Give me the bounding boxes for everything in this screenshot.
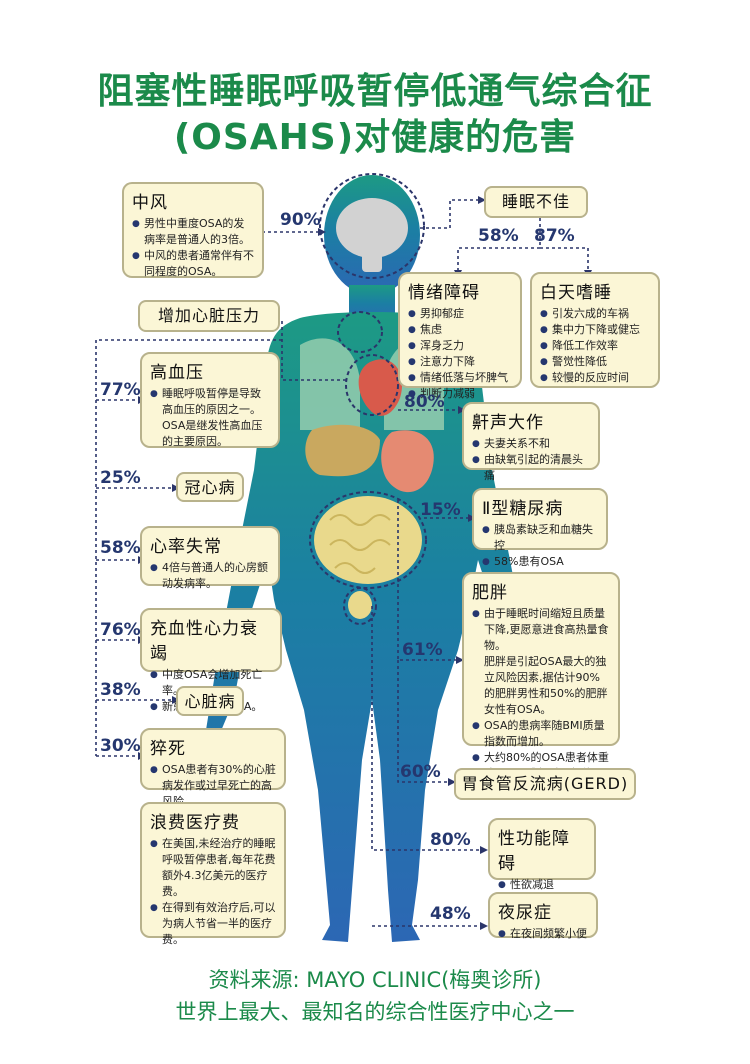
list-item: 4倍与普通人的心房颤动发病率。 — [150, 560, 270, 592]
sudden-death-heading: 猝死 — [150, 739, 186, 759]
coronary-label: 冠心病 — [176, 472, 244, 502]
list-item: OSA的患病率随BMI质量指数而增加。 — [472, 718, 610, 750]
list-item: 焦虑 — [408, 322, 512, 338]
nocturia-card: 夜尿症 在夜间频繁小便 — [488, 892, 598, 942]
list-item: 男性中重度OSA的发病率是普通人的3倍。 — [132, 216, 254, 248]
daytime-sleepiness-card: 白天嗜睡 引发六成的车祸 集中力下降或健忘 降低工作效率 警觉性降低 较慢的反应… — [530, 272, 660, 388]
snoring-card: 鼾声大作 夫妻关系不和 由缺氧引起的清晨头痛 — [462, 402, 600, 482]
list-item: 在得到有效治疗后,可以为病人节省一半的医疗费。 — [150, 900, 276, 948]
list-item: 警觉性降低 — [540, 354, 650, 370]
arrhythmia-heading: 心率失常 — [150, 537, 222, 557]
list-item: 夫妻关系不和 — [472, 436, 590, 452]
stroke-heading: 中风 — [132, 193, 168, 213]
heart-failure-heading: 充血性心力衰竭 — [150, 619, 258, 664]
page-subtitle: (OSAHS)对健康的危害 — [173, 117, 577, 158]
list-item: 集中力下降或健忘 — [540, 322, 650, 338]
list-item: 胰岛素缺乏和血糖失控 — [482, 522, 598, 554]
hypertension-card: 高血压 睡眠呼吸暂停是导致高血压的原因之一。 OSA是继发性高血压的主要原因。 — [140, 352, 280, 448]
obesity-heading: 肥胖 — [472, 583, 508, 603]
list-item: 中风的患者通常伴有不同程度的OSA。 — [132, 248, 254, 280]
diabetes-heading: Ⅱ型糖尿病 — [482, 499, 564, 519]
list-item: 浑身乏力 — [408, 338, 512, 354]
list-item: 性欲减退 — [498, 877, 586, 893]
arrhythmia-card: 心率失常 4倍与普通人的心房颤动发病率。 — [140, 526, 280, 590]
diabetes-card: Ⅱ型糖尿病 胰岛素缺乏和血糖失控 58%患有OSA — [472, 488, 608, 570]
list-item: 由缺氧引起的清晨头痛 — [472, 452, 590, 484]
stroke-pct: 90% — [280, 210, 321, 230]
sexual-dysfunction-pct: 80% — [430, 830, 471, 850]
heart-failure-pct: 76% — [100, 620, 141, 640]
heart-failure-card: 充血性心力衰竭 中度OSA会增加死亡率。 新患者需筛查OSA。 — [140, 608, 282, 715]
nocturia-heading: 夜尿症 — [498, 903, 552, 923]
bladder-icon — [348, 591, 372, 619]
stroke-card: 中风 男性中重度OSA的发病率是普通人的3倍。 中风的患者通常伴有不同程度的OS… — [122, 182, 264, 278]
sexual-dysfunction-card: 性功能障碍 性欲减退 阳痿 — [488, 818, 596, 909]
gerd-pct: 60% — [400, 762, 441, 782]
snoring-heading: 鼾声大作 — [472, 413, 544, 433]
list-item: 男抑郁症 — [408, 306, 512, 322]
mood-card: 情绪障碍 男抑郁症 焦虑 浑身乏力 注意力下降 情绪低落与坏脾气 判断力减弱 — [398, 272, 522, 402]
sleep-poor-pct-right: 87% — [534, 226, 575, 246]
list-item: 肥胖是引起OSA最大的独立风险因素,据估计90%的肥胖男性和50%的肥胖女性有O… — [484, 655, 608, 716]
diabetes-pct: 15% — [420, 500, 461, 520]
brain-icon — [336, 198, 408, 258]
heart-disease-label: 心脏病 — [176, 686, 244, 716]
obesity-card: 肥胖 由于睡眠时间缩短且质量下降,更愿意进食高热量食物。 肥胖是引起OSA最大的… — [462, 572, 620, 796]
list-item: 在夜间频繁小便 — [498, 926, 588, 942]
sleep-poor-label: 睡眠不佳 — [484, 186, 588, 218]
source-description: 世界上最大、最知名的综合性医疗中心之一 — [175, 1000, 575, 1024]
stomach-icon — [381, 430, 434, 493]
list-item: 较慢的反应时间 — [540, 370, 650, 386]
list-item: 降低工作效率 — [540, 338, 650, 354]
coronary-pct: 25% — [100, 468, 141, 488]
gerd-label: 胃食管反流病(GERD) — [454, 768, 636, 800]
list-item: 注意力下降 — [408, 354, 512, 370]
hypertension-pct: 77% — [100, 380, 141, 400]
sleep-poor-pct-left: 58% — [478, 226, 519, 246]
medical-cost-heading: 浪费医疗费 — [150, 813, 240, 833]
snoring-pct: 80% — [404, 392, 445, 412]
daytime-sleepiness-heading: 白天嗜睡 — [540, 283, 612, 303]
sudden-death-pct: 30% — [100, 736, 141, 756]
obesity-pct: 61% — [402, 640, 443, 660]
mood-heading: 情绪障碍 — [408, 283, 480, 303]
medical-cost-card: 浪费医疗费 在美国,未经治疗的睡眠呼吸暂停患者,每年花费额外4.3亿美元的医疗费… — [140, 802, 286, 946]
list-item: OSA是继发性高血压的主要原因。 — [162, 419, 263, 448]
page-title: 阻塞性睡眠呼吸暂停低通气综合征 — [97, 71, 653, 112]
heart-icon — [358, 359, 403, 416]
intestines-icon — [314, 496, 422, 584]
sudden-death-card: 猝死 OSA患者有30%的心脏病发作或过早死亡的高风险。 — [140, 728, 286, 808]
list-item: 判断力减弱 — [408, 386, 512, 402]
liver-icon — [305, 424, 380, 477]
arrhythmia-pct: 58% — [100, 538, 141, 558]
list-item: 在美国,未经治疗的睡眠呼吸暂停患者,每年花费额外4.3亿美元的医疗费。 — [150, 836, 276, 900]
nocturia-pct: 48% — [430, 904, 471, 924]
list-item: OSA患者有30%的心脏病发作或过早死亡的高风险。 — [150, 762, 276, 810]
list-item: 情绪低落与坏脾气 — [408, 370, 512, 386]
sexual-dysfunction-heading: 性功能障碍 — [498, 829, 570, 874]
hypertension-heading: 高血压 — [150, 363, 204, 383]
list-item: 引发六成的车祸 — [540, 306, 650, 322]
list-item: 由于睡眠时间缩短且质量下降,更愿意进食高热量食物。 — [472, 606, 610, 654]
list-item: 睡眠呼吸暂停是导致高血压的原因之一。 — [150, 386, 270, 418]
list-item: 58%患有OSA — [482, 554, 598, 570]
heart-disease-pct: 38% — [100, 680, 141, 700]
heart-pressure-label: 增加心脏压力 — [138, 300, 280, 332]
source-line: 资料来源: MAYO CLINIC(梅奥诊所) — [208, 968, 542, 992]
